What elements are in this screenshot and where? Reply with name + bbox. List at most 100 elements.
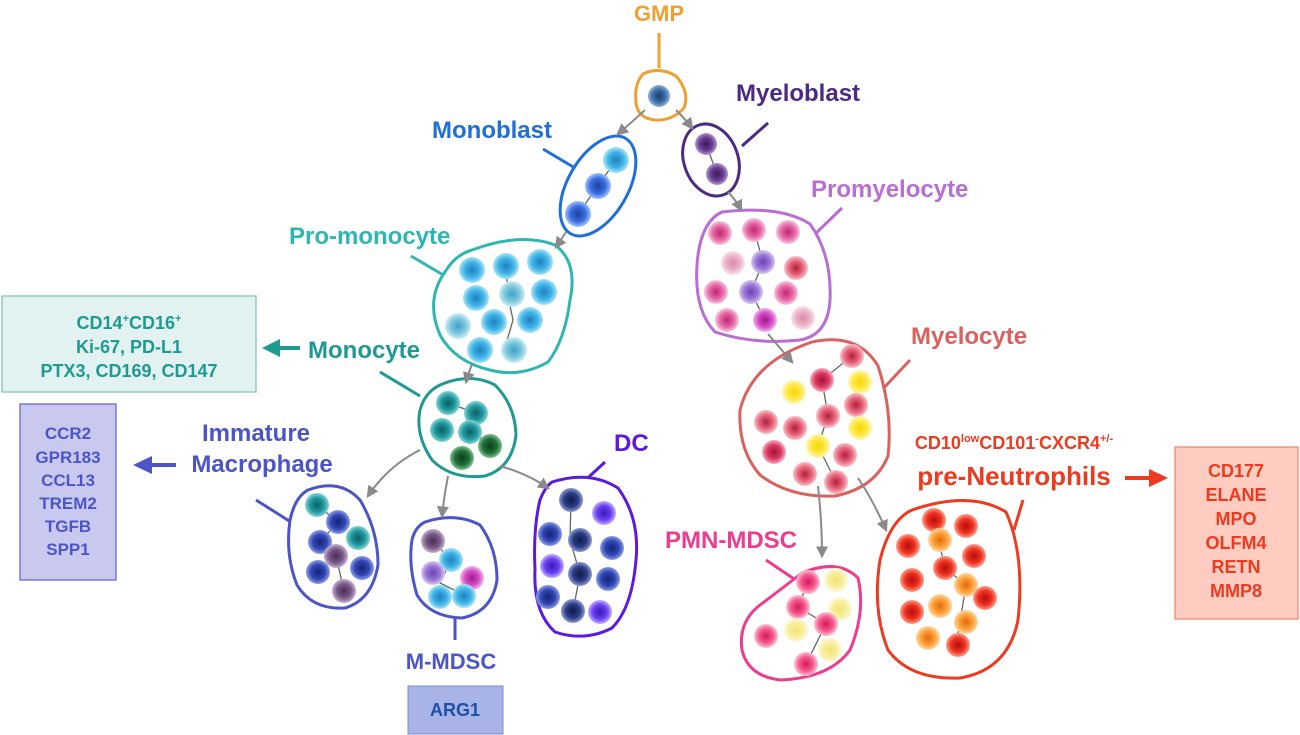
dc-nucleus (538, 522, 562, 546)
macrophage-marker: SPP1 (46, 540, 89, 559)
monocyte-markers-box (1, 295, 257, 393)
mmdsc-nucleus (460, 566, 484, 590)
promonocyte-nucleus (481, 309, 507, 335)
myeloblast-pointer (741, 121, 769, 148)
myelocyte-nucleus (840, 344, 864, 368)
neutrophil-marker: ELANE (1205, 485, 1266, 505)
macrophage-marker: CCR2 (45, 424, 91, 443)
arrow-gmp-to-myeloblast (675, 109, 694, 130)
pre-neutrophil-nucleus (896, 534, 920, 558)
myelocyte-group: Myelocyte (738, 323, 1027, 498)
promonocyte-nucleus (527, 249, 553, 275)
neutrophil-marker: CD177 (1208, 461, 1264, 481)
promonocyte-nucleus (459, 257, 485, 283)
myelocyte-label: Myelocyte (911, 323, 1027, 350)
monoblast-group: Monoblast (432, 117, 638, 238)
pmn-mdsc-links (797, 581, 827, 665)
myeloblast-cell-outline (681, 122, 741, 198)
myelocyte-nucleus (782, 380, 806, 404)
myelocyte-nucleus (844, 393, 868, 417)
pmn-mdsc-nucleus (794, 652, 818, 676)
promyelocyte-nucleus (753, 308, 777, 332)
macrophage-nucleus (350, 556, 374, 580)
mmdsc-group: M-MDSC ARG1 (406, 516, 504, 735)
promonocyte-nucleus (467, 337, 493, 363)
promonocyte-nucleus (463, 285, 489, 311)
monoblast-label: Monoblast (432, 117, 552, 144)
dc-nucleus (592, 501, 616, 525)
monoblast-nucleus (585, 173, 611, 199)
arrow-promonocyte-to-monocyte (463, 363, 475, 385)
promyelocyte-nucleus (791, 306, 815, 330)
monocyte-nucleus (436, 391, 460, 415)
promonocyte-nucleus (531, 279, 557, 305)
promyelocyte-nucleus (739, 280, 763, 304)
mmdsc-nucleus (428, 585, 452, 609)
pmn-mdsc-nucleus (754, 624, 778, 648)
dc-nucleus (596, 567, 620, 591)
pre-neutrophil-nucleus (922, 508, 946, 532)
pre-neutrophil-nucleus (954, 573, 978, 597)
macrophage-markers-box (19, 403, 117, 581)
promonocyte-label: Pro-monocyte (289, 223, 450, 250)
macrophage-nucleus (324, 544, 348, 568)
dc-nucleus (561, 599, 585, 623)
macrophage-marker: TGFB (45, 517, 91, 536)
monocyte-nucleus (464, 401, 488, 425)
arrow-myelocyte-to-preneutrophil (857, 477, 888, 533)
pmn-mdsc-nucleus (784, 618, 808, 642)
pre-neutrophil-nucleus (916, 626, 940, 650)
dc-links (569, 499, 581, 612)
promonocyte-nucleus (517, 307, 543, 333)
promyelocyte-label: Promyelocyte (811, 176, 968, 203)
myelocyte-nucleus (806, 434, 830, 458)
monocyte-markers-line1: CD14+CD16+ (77, 313, 182, 333)
promyelocyte-nucleus (742, 218, 766, 242)
monoblast-nucleus (565, 201, 591, 227)
promyelocyte-nucleus (751, 250, 775, 274)
mmdsc-links (432, 540, 463, 595)
pmn-mdsc-nucleus (786, 595, 810, 619)
myelocyte-nucleus (762, 440, 786, 464)
myelocyte-nucleus (793, 462, 817, 486)
promonocyte-group: Pro-monocyte (289, 223, 574, 375)
mmdsc-nucleus (421, 561, 445, 585)
myelocyte-nucleus (824, 470, 848, 494)
pre-neutrophil-arrowhead (1149, 469, 1168, 487)
dc-nucleus (540, 554, 564, 578)
pre-neutrophil-nucleus (900, 568, 924, 592)
macrophage-marker: TREM2 (39, 494, 97, 513)
macrophage-nucleus (306, 560, 330, 584)
pmn-mdsc-nucleus (824, 568, 848, 592)
myelocyte-nucleus (754, 410, 778, 434)
pre-neutrophils-label: pre-Neutrophils (917, 461, 1111, 491)
gmp-label: GMP (634, 1, 684, 26)
pre-neutrophil-nucleus (962, 544, 986, 568)
neutrophil-marker: OLFM4 (1206, 533, 1267, 553)
promyelocyte-nucleus (721, 251, 745, 275)
promyelocyte-nucleus (715, 308, 739, 332)
promyelocyte-nucleus (708, 221, 732, 245)
pre-neutrophil-nucleus (928, 594, 952, 618)
pmn-mdsc-group: PMN-MDSC (665, 527, 863, 682)
neutrophil-marker: MPO (1215, 509, 1256, 529)
mmdsc-label: M-MDSC (406, 649, 497, 674)
mmdsc-nucleus (421, 529, 445, 553)
monocyte-markers-line2: Ki-67, PD-L1 (76, 337, 182, 357)
immature-macrophage-label-line2: Macrophage (191, 451, 332, 478)
monocyte-pointer (379, 370, 421, 398)
neutrophil-marker: MMP8 (1210, 581, 1262, 601)
macrophage-marker: GPR183 (35, 448, 100, 467)
mmdsc-marker: ARG1 (430, 700, 480, 720)
immature-macrophage-group: CCR2 GPR183 CCL13 TREM2 TGFB SPP1 Immatu… (19, 403, 380, 610)
macrophage-marker: CCL13 (41, 471, 95, 490)
arrow-monocyte-to-macrophage (366, 449, 421, 498)
dc-nucleus (568, 528, 592, 552)
pre-neutrophil-nucleus (954, 610, 978, 634)
dc-nucleus (568, 562, 592, 586)
myelocyte-nucleus (848, 416, 872, 440)
neutrophil-marker: RETN (1212, 557, 1261, 577)
macrophage-pointer (255, 498, 295, 526)
promyelocyte-pointer (810, 206, 844, 239)
